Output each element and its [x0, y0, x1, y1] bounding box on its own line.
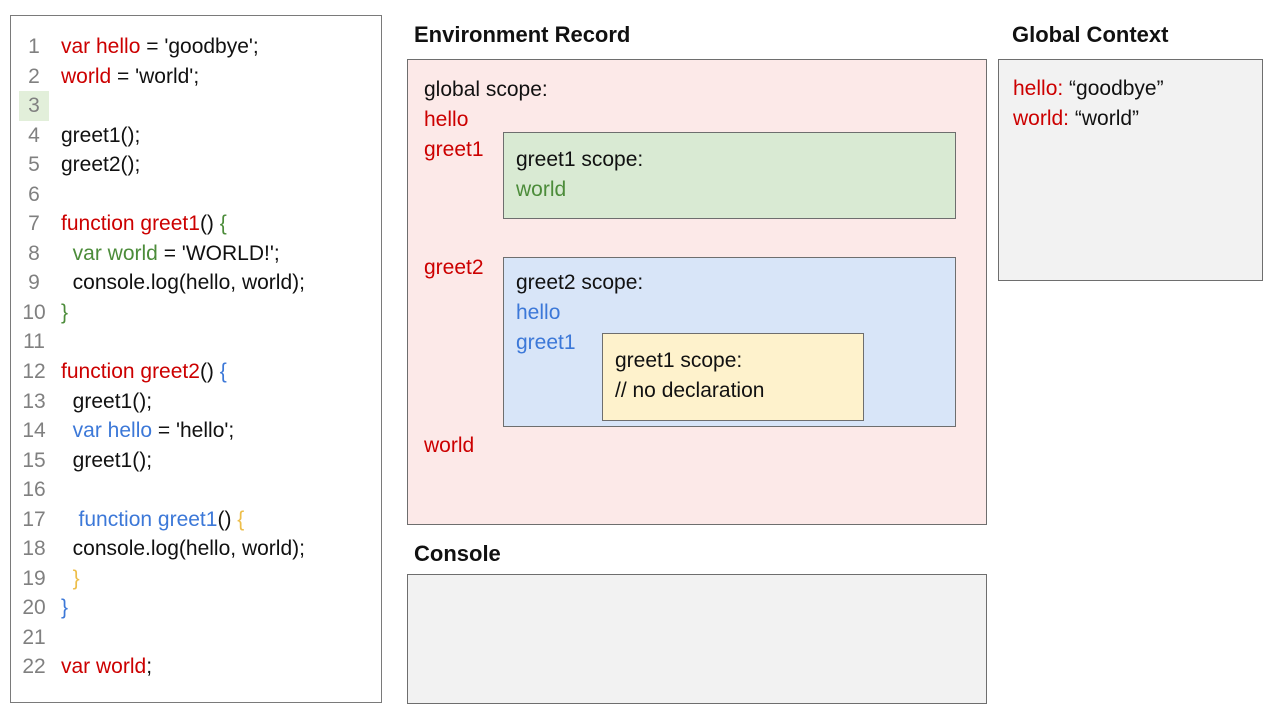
code-text: greet2(); — [61, 153, 141, 177]
global-scope-var-greet2: greet2 — [424, 256, 484, 279]
code-text: world = 'world'; — [61, 64, 200, 88]
global-scope-var-world: world — [424, 434, 475, 457]
line-number: 10 — [22, 300, 46, 324]
code-line: 22 var world; — [11, 652, 381, 682]
code-text: function greet2() { — [61, 360, 227, 384]
line-number: 21 — [22, 625, 46, 649]
global-context-box: hello: “goodbye”world: “world” — [998, 59, 1263, 281]
code-text: } — [72, 566, 80, 590]
code-text: console.log(hello, world); — [61, 537, 305, 561]
line-number: 17 — [22, 507, 46, 531]
global-context-var-name: hello: — [1013, 77, 1064, 100]
line-number: 8 — [28, 241, 40, 265]
code-line: 16 — [11, 475, 381, 505]
line-number: 12 — [22, 360, 46, 384]
code-editor-panel: 1 var hello = 'goodbye'; 2 world = 'world';… — [10, 15, 382, 703]
environment-record-title: Environment Record — [414, 22, 631, 47]
global-context-entries: hello: “goodbye”world: “world” — [1013, 74, 1262, 134]
line-number: 6 — [28, 182, 40, 206]
line-number: 4 — [28, 123, 40, 147]
line-number: 2 — [28, 64, 40, 88]
greet1-scope-box: greet1 scope: world — [503, 132, 956, 219]
code-line: 2 world = 'world'; — [11, 62, 381, 92]
code-text: var hello = 'hello'; — [72, 419, 235, 443]
global-scope-var-greet1: greet1 — [424, 138, 484, 161]
code-text: } — [61, 300, 69, 324]
code-line: 5 greet2(); — [11, 150, 381, 180]
console-output-box — [407, 574, 987, 704]
greet2-scope-box: greet2 scope: hello greet1 greet1 scope:… — [503, 257, 956, 427]
nested-greet1-scope-label: greet1 scope: — [615, 349, 743, 372]
code-line: 11 — [11, 327, 381, 357]
line-number: 5 — [28, 153, 40, 177]
line-number: 15 — [22, 448, 46, 472]
code-line: 3 — [11, 91, 381, 121]
code-line: 15 greet1(); — [11, 446, 381, 476]
code-text: var world = 'WORLD!'; — [72, 241, 280, 265]
code-lines: 1 var hello = 'goodbye'; 2 world = 'world';… — [11, 32, 381, 682]
code-text: greet1(); — [61, 448, 153, 472]
global-scope-box: global scope: hello greet1 greet1 scope:… — [407, 59, 987, 525]
global-context-entry: world: “world” — [1013, 104, 1262, 134]
code-line: 20} — [11, 593, 381, 623]
code-line: 1 var hello = 'goodbye'; — [11, 32, 381, 62]
code-line: 7 function greet1() { — [11, 209, 381, 239]
code-text: var hello = 'goodbye'; — [61, 35, 259, 58]
console-title: Console — [414, 541, 501, 566]
code-line: 17 function greet1() { — [11, 505, 381, 535]
line-number: 20 — [22, 596, 46, 620]
code-line: 19 } — [11, 564, 381, 594]
code-line: 18 console.log(hello, world); — [11, 534, 381, 564]
global-context-var-name: world: — [1013, 107, 1070, 130]
code-text: function greet1() { — [61, 212, 227, 236]
code-line: 14 var hello = 'hello'; — [11, 416, 381, 446]
code-line: 12 function greet2() { — [11, 357, 381, 387]
code-text: greet1(); — [61, 123, 141, 147]
global-context-var-value: “goodbye” — [1063, 77, 1164, 100]
global-context-entry: hello: “goodbye” — [1013, 74, 1262, 104]
line-number: 13 — [22, 389, 46, 413]
global-context-title: Global Context — [1012, 22, 1169, 47]
code-line: 10} — [11, 298, 381, 328]
line-number: 9 — [28, 271, 40, 295]
code-text: console.log(hello, world); — [61, 271, 305, 295]
code-text: var world; — [61, 655, 153, 679]
greet2-scope-var-hello: hello — [516, 301, 561, 324]
line-number: 7 — [28, 212, 40, 236]
line-number: 22 — [22, 655, 46, 679]
code-text: function greet1() { — [78, 507, 245, 531]
line-number: 14 — [22, 419, 46, 443]
line-number: 16 — [22, 478, 46, 502]
greet2-scope-label: greet2 scope: — [516, 271, 644, 294]
nested-greet1-scope-comment: // no declaration — [615, 379, 765, 402]
line-number-highlighted: 3 — [19, 91, 49, 121]
code-line: 21 — [11, 623, 381, 653]
greet1-scope-label: greet1 scope: — [516, 148, 644, 171]
greet2-scope-var-greet1: greet1 — [516, 331, 576, 354]
nested-greet1-scope-box: greet1 scope: // no declaration — [602, 333, 864, 421]
greet1-scope-var-world: world — [516, 178, 567, 201]
code-line: 8 var world = 'WORLD!'; — [11, 239, 381, 269]
line-number: 11 — [23, 330, 45, 354]
global-scope-var-hello: hello — [424, 108, 469, 131]
line-number: 19 — [22, 566, 46, 590]
global-scope-label: global scope: — [424, 78, 548, 101]
code-text: } — [61, 596, 69, 620]
code-text: greet1(); — [61, 389, 153, 413]
code-line: 6 — [11, 180, 381, 210]
global-context-var-value: “world” — [1069, 107, 1140, 130]
code-line: 4 greet1(); — [11, 121, 381, 151]
code-line: 13 greet1(); — [11, 387, 381, 417]
line-number: 1 — [28, 35, 40, 58]
line-number: 18 — [22, 537, 46, 561]
code-line: 9 console.log(hello, world); — [11, 268, 381, 298]
